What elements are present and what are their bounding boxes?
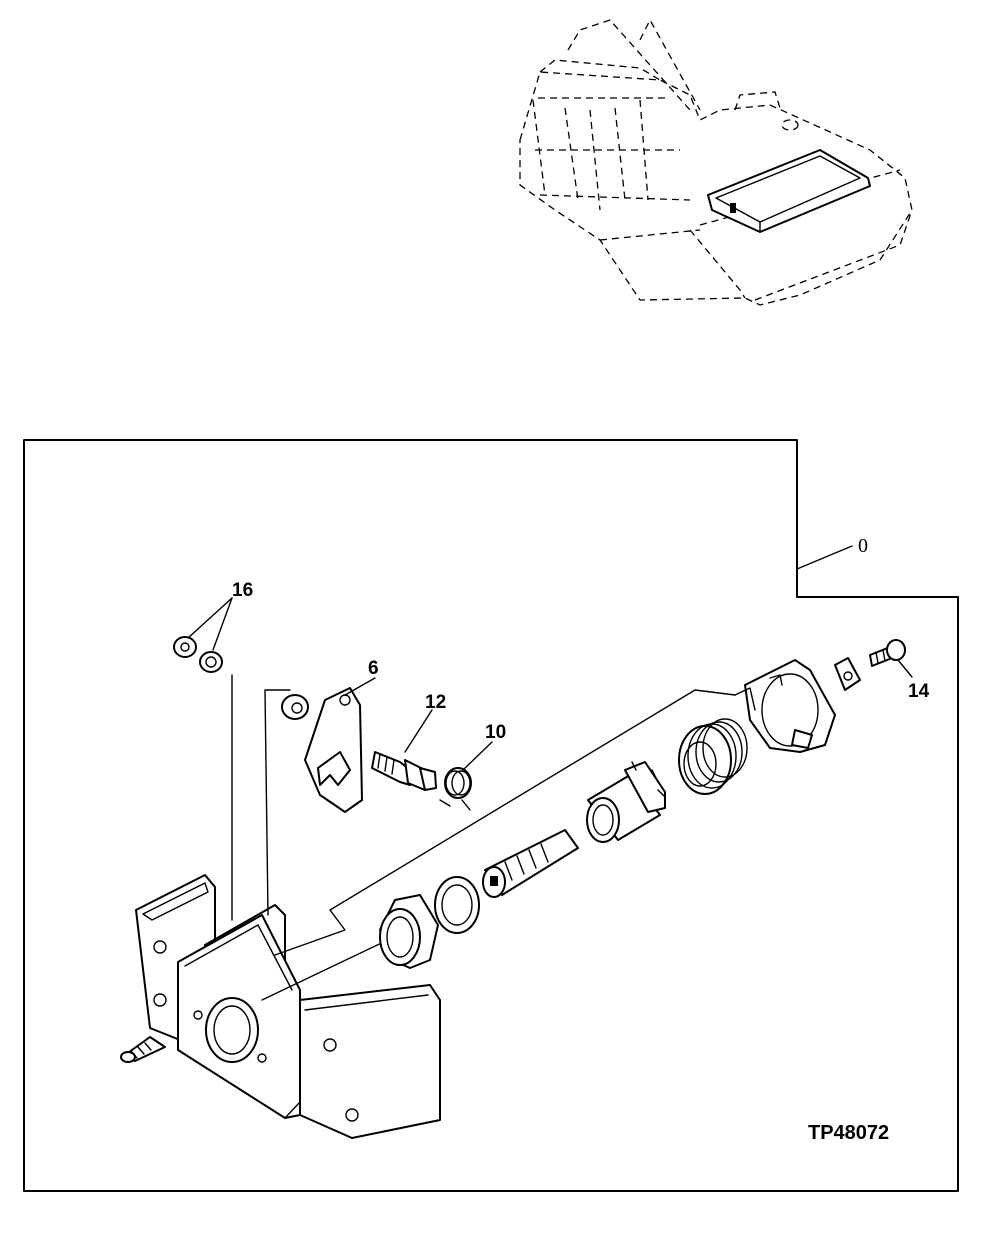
callout-16: 16 — [232, 580, 253, 601]
assembly-leader — [796, 545, 853, 570]
part-12-pin — [371, 709, 437, 791]
part-6-latch-plate — [304, 677, 376, 813]
part-16-washers — [173, 597, 233, 673]
latch-marker — [730, 203, 736, 213]
coil-spring — [678, 718, 748, 795]
figure-id: TP48072 — [808, 1122, 889, 1144]
callout-12: 12 — [425, 692, 446, 713]
part-14-bolt — [834, 639, 913, 691]
latch-washer — [281, 694, 309, 720]
callout-10: 10 — [485, 722, 506, 743]
lock-plug — [482, 829, 579, 898]
callout-6: 6 — [368, 658, 379, 679]
lock-housing — [586, 761, 666, 843]
detail-frame — [23, 439, 959, 1192]
lock-ring — [434, 876, 480, 934]
assembly-guide-lines — [231, 674, 736, 1001]
clamp-housing — [734, 659, 836, 753]
mounting-bracket — [135, 874, 441, 1139]
part-10-spring — [439, 741, 493, 811]
assembly-ref-label: 0 — [858, 535, 868, 557]
bracket-screw — [120, 1036, 166, 1063]
callout-14: 14 — [908, 681, 930, 702]
lock-cap — [379, 894, 439, 969]
battery-cover-highlight — [707, 149, 871, 233]
excavator-locator-illustration — [519, 18, 913, 306]
key-slot — [490, 876, 498, 886]
